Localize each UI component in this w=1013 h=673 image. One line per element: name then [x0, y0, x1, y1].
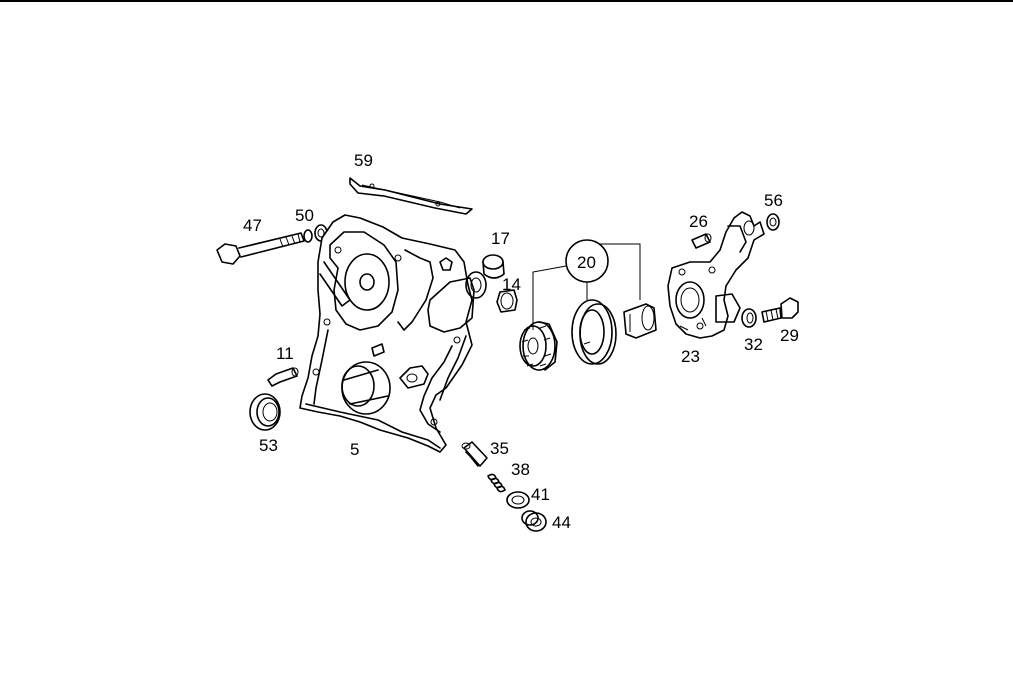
part-26-pin[interactable] [691, 233, 712, 249]
callout-label-20: 20 [577, 253, 596, 272]
part-44-plug-screw[interactable] [521, 510, 547, 532]
part-14-bushing[interactable] [496, 289, 518, 313]
part-41-sealing-ring[interactable] [506, 491, 530, 509]
part-20-outer-rotor[interactable] [571, 299, 617, 365]
top-border-line [0, 0, 1013, 2]
callout-label-47: 47 [243, 216, 262, 235]
part-5-timing-cover[interactable] [299, 214, 487, 453]
callout-label-41: 41 [531, 485, 550, 504]
part-11-dowel-pin[interactable] [267, 367, 299, 387]
part-23-pump-housing[interactable] [667, 211, 765, 339]
part-38-spring[interactable] [487, 473, 506, 493]
part-59-gasket-strip[interactable] [349, 177, 473, 215]
callout-label-17: 17 [491, 229, 510, 248]
part-47-bolt[interactable] [216, 232, 305, 265]
part-29-bolt[interactable] [761, 297, 799, 323]
callout-label-5: 5 [350, 440, 359, 459]
callout-label-38: 38 [511, 460, 530, 479]
callout-label-23: 23 [681, 347, 700, 366]
callout-label-29: 29 [780, 326, 799, 345]
callout-label-11: 11 [276, 344, 294, 363]
part-35-piston[interactable] [461, 441, 488, 467]
part-20-shaft-sleeve[interactable] [623, 303, 657, 339]
callout-label-35: 35 [490, 439, 509, 458]
callout-label-53: 53 [259, 436, 278, 455]
part-32-washer[interactable] [741, 308, 757, 328]
callout-label-44: 44 [552, 513, 571, 532]
part-56-washer[interactable] [766, 213, 780, 231]
part-20-group-bracket [532, 239, 641, 330]
callout-label-26: 26 [689, 212, 708, 231]
part-20-pump-gear[interactable] [519, 321, 558, 371]
callout-label-32: 32 [744, 335, 763, 354]
callout-label-50: 50 [295, 206, 314, 225]
part-17-plug[interactable] [482, 254, 505, 279]
callout-label-14: 14 [502, 275, 521, 294]
part-53-seal-ring[interactable] [249, 393, 281, 431]
callout-label-56: 56 [764, 191, 783, 210]
callout-label-59: 59 [354, 151, 373, 170]
